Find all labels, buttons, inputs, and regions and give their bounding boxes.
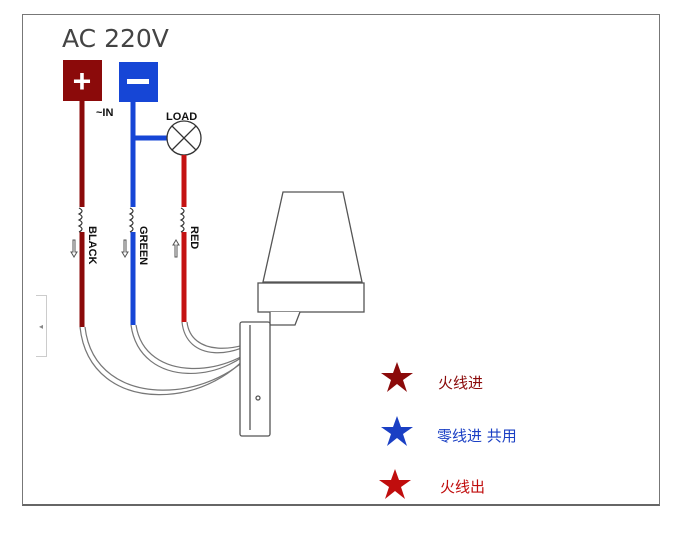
lamp-cross	[171, 125, 197, 151]
direction-arrows	[70, 239, 180, 258]
plus-terminal	[63, 60, 102, 101]
legend-live-out: 火线出	[440, 478, 486, 496]
photocell-switch-icon	[239, 191, 365, 437]
plus-sign: +	[73, 63, 92, 99]
wire-splices	[77, 207, 185, 233]
green-label: GREEN	[137, 226, 149, 265]
in-label: ~IN	[96, 107, 113, 119]
black-label: BLACK	[86, 226, 98, 265]
minus-sign	[127, 79, 149, 84]
legend-live-in: 火线进	[438, 374, 484, 392]
legend-neutral-shared: 零线进 共用	[437, 427, 517, 445]
diagram-title: AC 220V	[62, 24, 169, 53]
side-collapse-tab[interactable]: ◂	[36, 295, 47, 357]
red-label: RED	[188, 226, 200, 249]
star-icon-live-in	[381, 362, 413, 392]
diagram-frame	[22, 14, 660, 506]
star-icon-neutral	[381, 416, 413, 446]
load-label: LOAD	[166, 111, 197, 123]
star-icon-live-out	[379, 469, 411, 499]
